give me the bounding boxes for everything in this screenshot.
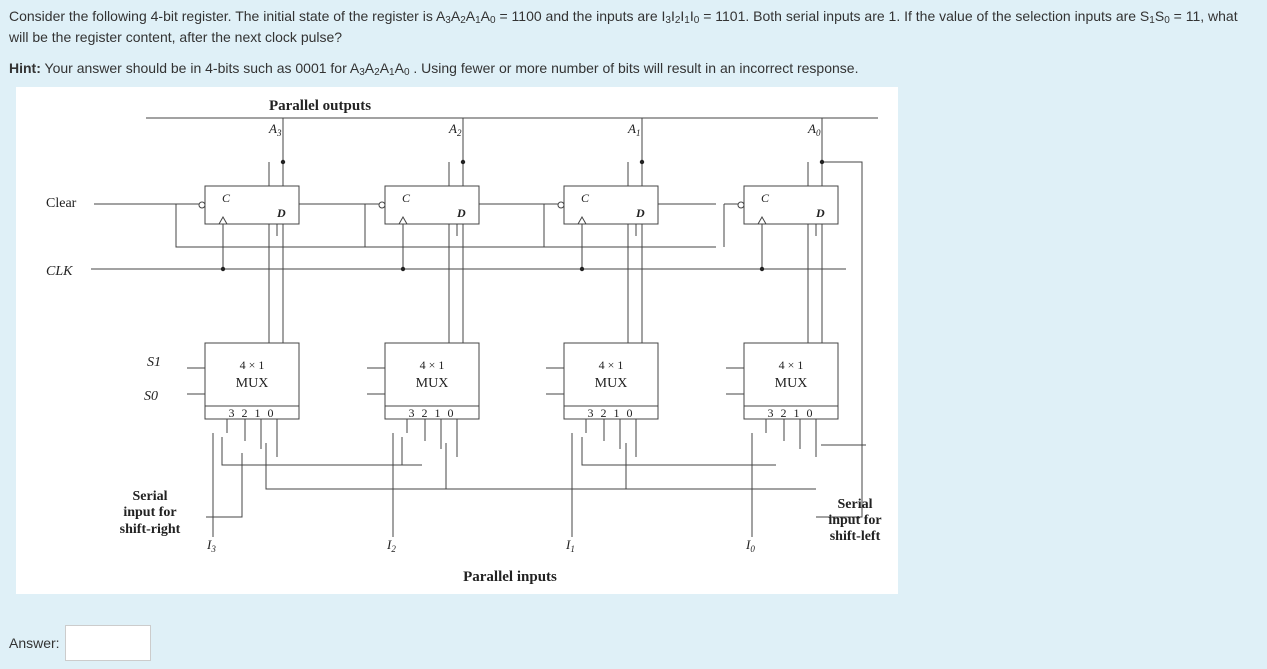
s0-label: S0 [144, 389, 158, 404]
mux-pins-box [563, 405, 659, 420]
wire [175, 204, 716, 248]
junction-dot [220, 266, 226, 272]
clk-label: CLK [46, 264, 73, 279]
register-diagram-svg: A3C D 4 × 1 MUX 3 2 1 0 I3 A2C D 4 × 1 MUX 3 2 1 0… [46, 98, 882, 585]
flip-flop [204, 185, 300, 225]
ff-clear-pin: C [581, 191, 590, 205]
clear-bubble [198, 201, 206, 209]
wire [625, 443, 816, 490]
output-label-a1: A1 [627, 121, 640, 138]
flip-flop [384, 185, 480, 225]
wire [265, 443, 456, 490]
mux-pins-box [384, 405, 480, 420]
junction-dot [639, 159, 645, 165]
clear-label: Clear [46, 196, 77, 211]
junction-dot [460, 159, 466, 165]
mux-pin-labels: 3 2 1 0 [588, 406, 635, 420]
ff-d-pin: D [276, 206, 286, 220]
ff-d-pin: D [815, 206, 825, 220]
wire [816, 161, 863, 518]
clock-triangle [398, 215, 408, 225]
clock-triangle [577, 215, 587, 225]
serial-left-line1: Serial [838, 497, 873, 512]
output-label-a2: A2 [448, 121, 462, 138]
output-label-a0: A0 [807, 121, 821, 138]
mux-box [743, 342, 839, 407]
mux-box [384, 342, 480, 407]
mux-label-size: 4 × 1 [420, 358, 445, 372]
junction-dot [819, 159, 825, 165]
ff-d-pin: D [456, 206, 466, 220]
wire [221, 437, 422, 466]
junction-dot [400, 266, 406, 272]
hint-label: Hint: [9, 60, 41, 76]
serial-right-line2: input for [123, 505, 176, 520]
parallel-inputs-label: Parallel inputs [463, 569, 557, 585]
mux-label: MUX [775, 376, 808, 391]
serial-right-line3: shift-right [120, 522, 181, 537]
answer-input[interactable] [64, 625, 151, 661]
clock-triangle [757, 215, 767, 225]
flip-flop [743, 185, 839, 225]
clear-bubble [557, 201, 565, 209]
junction-dot [280, 159, 286, 165]
clock-triangle [218, 215, 228, 225]
answer-label: Answer: [9, 635, 60, 651]
flip-flop [563, 185, 659, 225]
mux-label: MUX [416, 376, 449, 391]
s1-label: S1 [147, 355, 161, 370]
mux-box [204, 342, 300, 407]
junction-dot [759, 266, 765, 272]
ff-clear-pin: C [222, 191, 231, 205]
mux-box [563, 342, 659, 407]
mux-label: MUX [595, 376, 628, 391]
input-label-i2: I2 [386, 537, 396, 554]
input-label-i3: I3 [206, 537, 216, 554]
mux-pin-labels: 3 2 1 0 [768, 406, 815, 420]
wire [445, 443, 636, 490]
clear-bubble [378, 201, 386, 209]
mux-pin-labels: 3 2 1 0 [229, 406, 276, 420]
ff-clear-pin: C [761, 191, 770, 205]
serial-right-line1: Serial [133, 489, 168, 504]
ff-d-pin: D [635, 206, 645, 220]
hint-text: Hint: Your answer should be in 4-bits su… [9, 60, 859, 78]
mux-label: MUX [236, 376, 269, 391]
mux-pins-box [743, 405, 839, 420]
input-label-i0: I0 [745, 537, 755, 554]
question-text: Consider the following 4-bit register. T… [9, 8, 1238, 45]
junction-dot [579, 266, 585, 272]
mux-label-size: 4 × 1 [599, 358, 624, 372]
mux-pins-box [204, 405, 300, 420]
output-label-a3: A3 [268, 121, 282, 138]
parallel-outputs-label: Parallel outputs [269, 98, 371, 114]
answer-row: Answer: [9, 625, 151, 661]
wire [206, 453, 243, 518]
wire [581, 437, 776, 466]
mux-pin-labels: 3 2 1 0 [409, 406, 456, 420]
serial-left-line3: shift-left [830, 529, 881, 544]
mux-label-size: 4 × 1 [240, 358, 265, 372]
mux-label-size: 4 × 1 [779, 358, 804, 372]
input-label-i1: I1 [565, 537, 575, 554]
ff-clear-pin: C [402, 191, 411, 205]
serial-left-line2: input for [828, 513, 881, 528]
clear-bubble [737, 201, 745, 209]
